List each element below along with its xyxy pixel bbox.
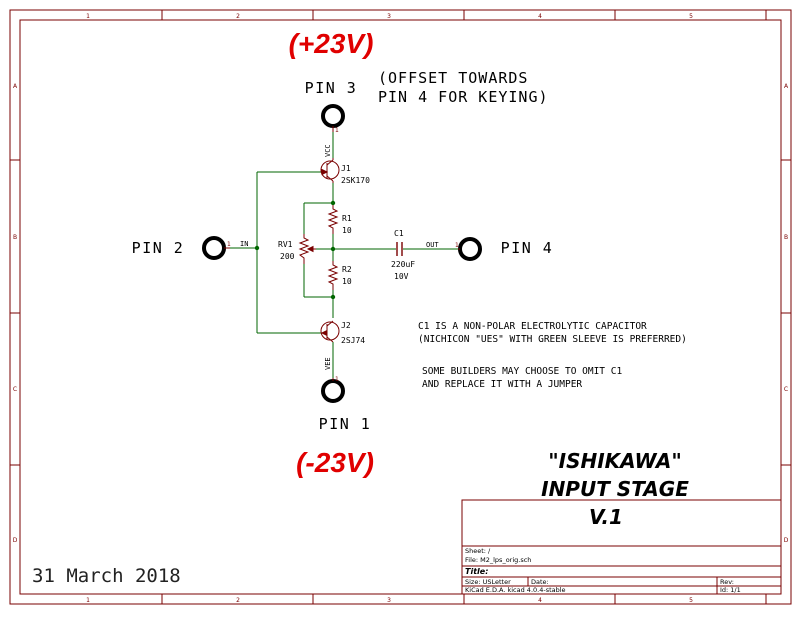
supply-negative-label: (-23V) <box>296 447 374 478</box>
title-block-title-label: Title: <box>465 567 488 576</box>
svg-text:1: 1 <box>335 127 339 134</box>
col-label: 5 <box>689 597 693 604</box>
rv1-value: 200 <box>280 252 295 261</box>
svg-text:1: 1 <box>227 241 231 248</box>
r2-resistor-symbol <box>327 261 339 290</box>
rv1-potentiometer-symbol <box>298 234 316 264</box>
j1-ref: J1 <box>341 164 351 173</box>
j2-jfet-symbol <box>320 320 340 343</box>
col-label: 2 <box>236 597 240 604</box>
junctions <box>254 200 336 300</box>
pad-pin-numbers: 1 1 1 1 <box>227 127 459 383</box>
row-label: B <box>784 234 788 241</box>
col-label: 5 <box>689 13 693 20</box>
supply-positive-label: (+23V) <box>289 28 374 59</box>
pin1-pad <box>321 379 345 403</box>
row-label: D <box>13 537 18 544</box>
r2-ref: R2 <box>342 265 352 274</box>
j1-value: 2SK170 <box>341 176 370 185</box>
pin2-label: PIN 2 <box>132 239 185 257</box>
title-heading-line2: INPUT STAGE <box>541 477 689 501</box>
note-capacitor-line1: C1 IS A NON-POLAR ELECTROLYTIC CAPACITOR <box>418 321 647 332</box>
col-label: 4 <box>538 597 542 604</box>
row-label: D <box>784 537 789 544</box>
c1-ref: C1 <box>394 229 404 238</box>
c1-capacitor-symbol <box>396 242 403 256</box>
pin4-pad <box>458 237 482 261</box>
col-label: 1 <box>86 597 90 604</box>
rv1-ref: RV1 <box>278 240 293 249</box>
pin4-label: PIN 4 <box>501 239 554 257</box>
row-label: C <box>13 386 17 393</box>
net-label-vcc: VCC <box>324 144 332 157</box>
col-label: 3 <box>387 597 391 604</box>
title-heading-line3: V.1 <box>589 505 623 529</box>
row-label: A <box>13 83 18 90</box>
net-label-in: IN <box>240 240 248 248</box>
title-block <box>461 499 782 595</box>
col-label: 2 <box>236 13 240 20</box>
sheet-frame <box>9 9 792 605</box>
frame-labels: 1 2 3 4 5 1 2 3 4 5 A B C D A B C D <box>13 13 789 604</box>
title-block-kicad: KiCad E.D.A. kicad 4.0.4-stable <box>465 586 566 594</box>
col-label: 3 <box>387 13 391 20</box>
pin3-pad <box>321 104 345 128</box>
c1-value: 220uF <box>391 260 415 269</box>
junction-dot <box>330 294 336 300</box>
title-heading-line1: "ISHIKAWA" <box>548 449 682 473</box>
row-label: B <box>13 234 17 241</box>
row-label: C <box>784 386 788 393</box>
svg-text:1: 1 <box>335 376 339 383</box>
note-capacitor-line2: (NICHICON "UES" WITH GREEN SLEEVE IS PRE… <box>418 334 687 345</box>
r1-value: 10 <box>342 226 352 235</box>
c1-voltage: 10V <box>394 272 409 281</box>
col-label: 4 <box>538 13 542 20</box>
pin1-label: PIN 1 <box>319 415 372 433</box>
net-label-out: OUT <box>426 241 439 249</box>
note-omit-line1: SOME BUILDERS MAY CHOOSE TO OMIT C1 <box>422 366 622 377</box>
pin2-pad <box>202 236 226 260</box>
col-label: 1 <box>86 13 90 20</box>
offset-note-line1: (OFFSET TOWARDS <box>378 69 528 87</box>
j2-value: 2SJ74 <box>341 336 365 345</box>
r1-resistor-symbol <box>327 205 339 234</box>
title-block-id: Id: 1/1 <box>720 586 741 594</box>
title-block-rev-label: Rev: <box>720 578 734 586</box>
date-label: 31 March 2018 <box>32 565 181 587</box>
j2-ref: J2 <box>341 321 351 330</box>
junction-dot <box>330 246 336 252</box>
row-label: A <box>784 83 789 90</box>
junction-dot <box>254 245 260 251</box>
title-block-file: File: M2_lps_orig.sch <box>465 556 531 564</box>
junction-dot <box>330 200 336 206</box>
net-label-vee: VEE <box>324 357 332 370</box>
note-omit-line2: AND REPLACE IT WITH A JUMPER <box>422 379 582 390</box>
pin3-label: PIN 3 <box>305 79 358 97</box>
offset-note-line2: PIN 4 FOR KEYING) <box>378 88 549 106</box>
title-block-date-label: Date: <box>531 578 549 586</box>
title-block-sheet: Sheet: / <box>465 547 491 555</box>
title-block-size: Size: USLetter <box>465 578 511 586</box>
svg-text:1: 1 <box>455 242 459 249</box>
r1-ref: R1 <box>342 214 352 223</box>
j1-jfet-symbol <box>320 158 340 183</box>
r2-value: 10 <box>342 277 352 286</box>
connector-pads <box>202 104 482 403</box>
pad-leads <box>224 126 460 381</box>
